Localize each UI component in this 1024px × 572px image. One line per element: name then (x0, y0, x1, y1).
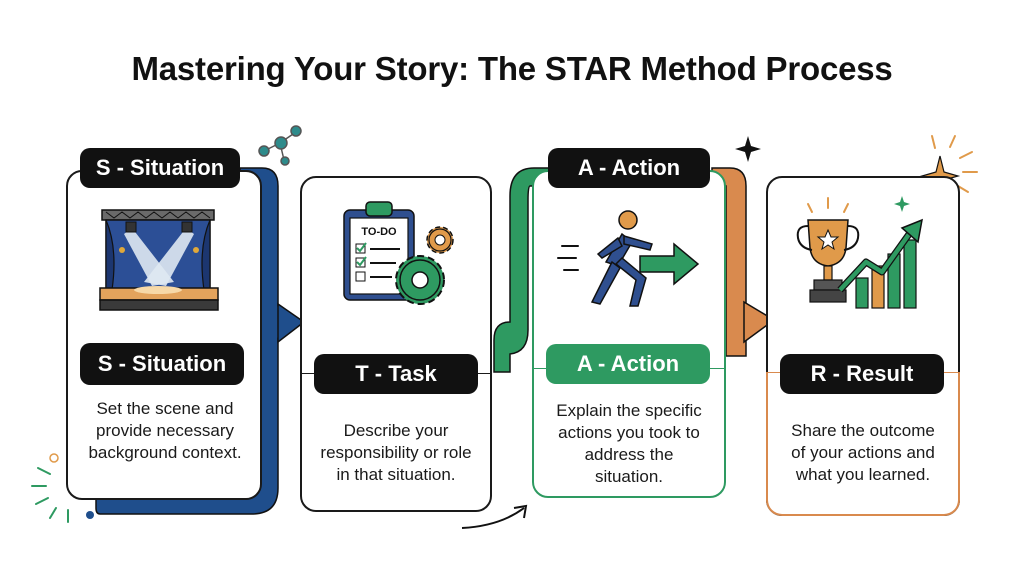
description-line: Explain the specific (556, 401, 702, 420)
curved-arrow-icon (461, 507, 525, 529)
description-line: responsibility or role (320, 443, 472, 462)
situation-arrow-head (277, 302, 306, 344)
description-line: situation. (594, 467, 664, 486)
task-label: T - Task (314, 354, 478, 394)
todo-clipboard-gears-icon: TO-DO (343, 201, 454, 305)
description-line: address the (584, 445, 674, 464)
result-lower-border (766, 372, 960, 516)
situation-card (66, 170, 262, 500)
molecule-decoration-icon (258, 125, 302, 166)
result-description: Share the outcome of your actions and wh… (768, 420, 958, 486)
task-description: Describe your responsibility or role in … (302, 420, 490, 486)
page-title: Mastering Your Story: The STAR Method Pr… (131, 50, 893, 87)
stage-spotlight-icon (99, 209, 219, 311)
running-person-arrow-icon (557, 210, 700, 307)
description-line: Share the outcome (791, 421, 935, 440)
action-description: Explain the specific actions you took to… (534, 400, 724, 488)
description-line: in that situation. (336, 465, 456, 484)
situation-label: S - Situation (80, 343, 244, 385)
dot-decoration (86, 511, 94, 519)
large-gear-icon (395, 255, 445, 305)
description-line: provide necessary (96, 421, 234, 440)
spotlight-beam (144, 228, 194, 286)
description-line: what you learned. (795, 465, 931, 484)
sparkle-star-icon (735, 136, 761, 162)
dot-decoration (49, 453, 59, 463)
description-line: background context. (88, 443, 242, 462)
action-top-label: A - Action (548, 148, 710, 188)
description-line: Describe your (343, 421, 449, 440)
todo-text: TO-DO (361, 226, 397, 238)
description-line: of your actions and (791, 443, 935, 462)
curved-arrow-head (513, 504, 528, 519)
description-line: Set the scene and (96, 399, 234, 418)
situation-description: Set the scene and provide necessary back… (70, 398, 260, 464)
small-gear-icon (426, 226, 454, 254)
trophy-sparkle-lines (807, 197, 849, 213)
action-label: A - Action (546, 344, 710, 384)
burst-decoration-icon (931, 135, 978, 193)
situation-top-label: S - Situation (80, 148, 240, 188)
burst-lines-icon (31, 467, 69, 523)
trophy-growth-chart-icon (796, 196, 923, 309)
description-line: actions you took to (558, 423, 700, 442)
result-label: R - Result (780, 354, 944, 394)
action-arrow-head (743, 300, 776, 344)
